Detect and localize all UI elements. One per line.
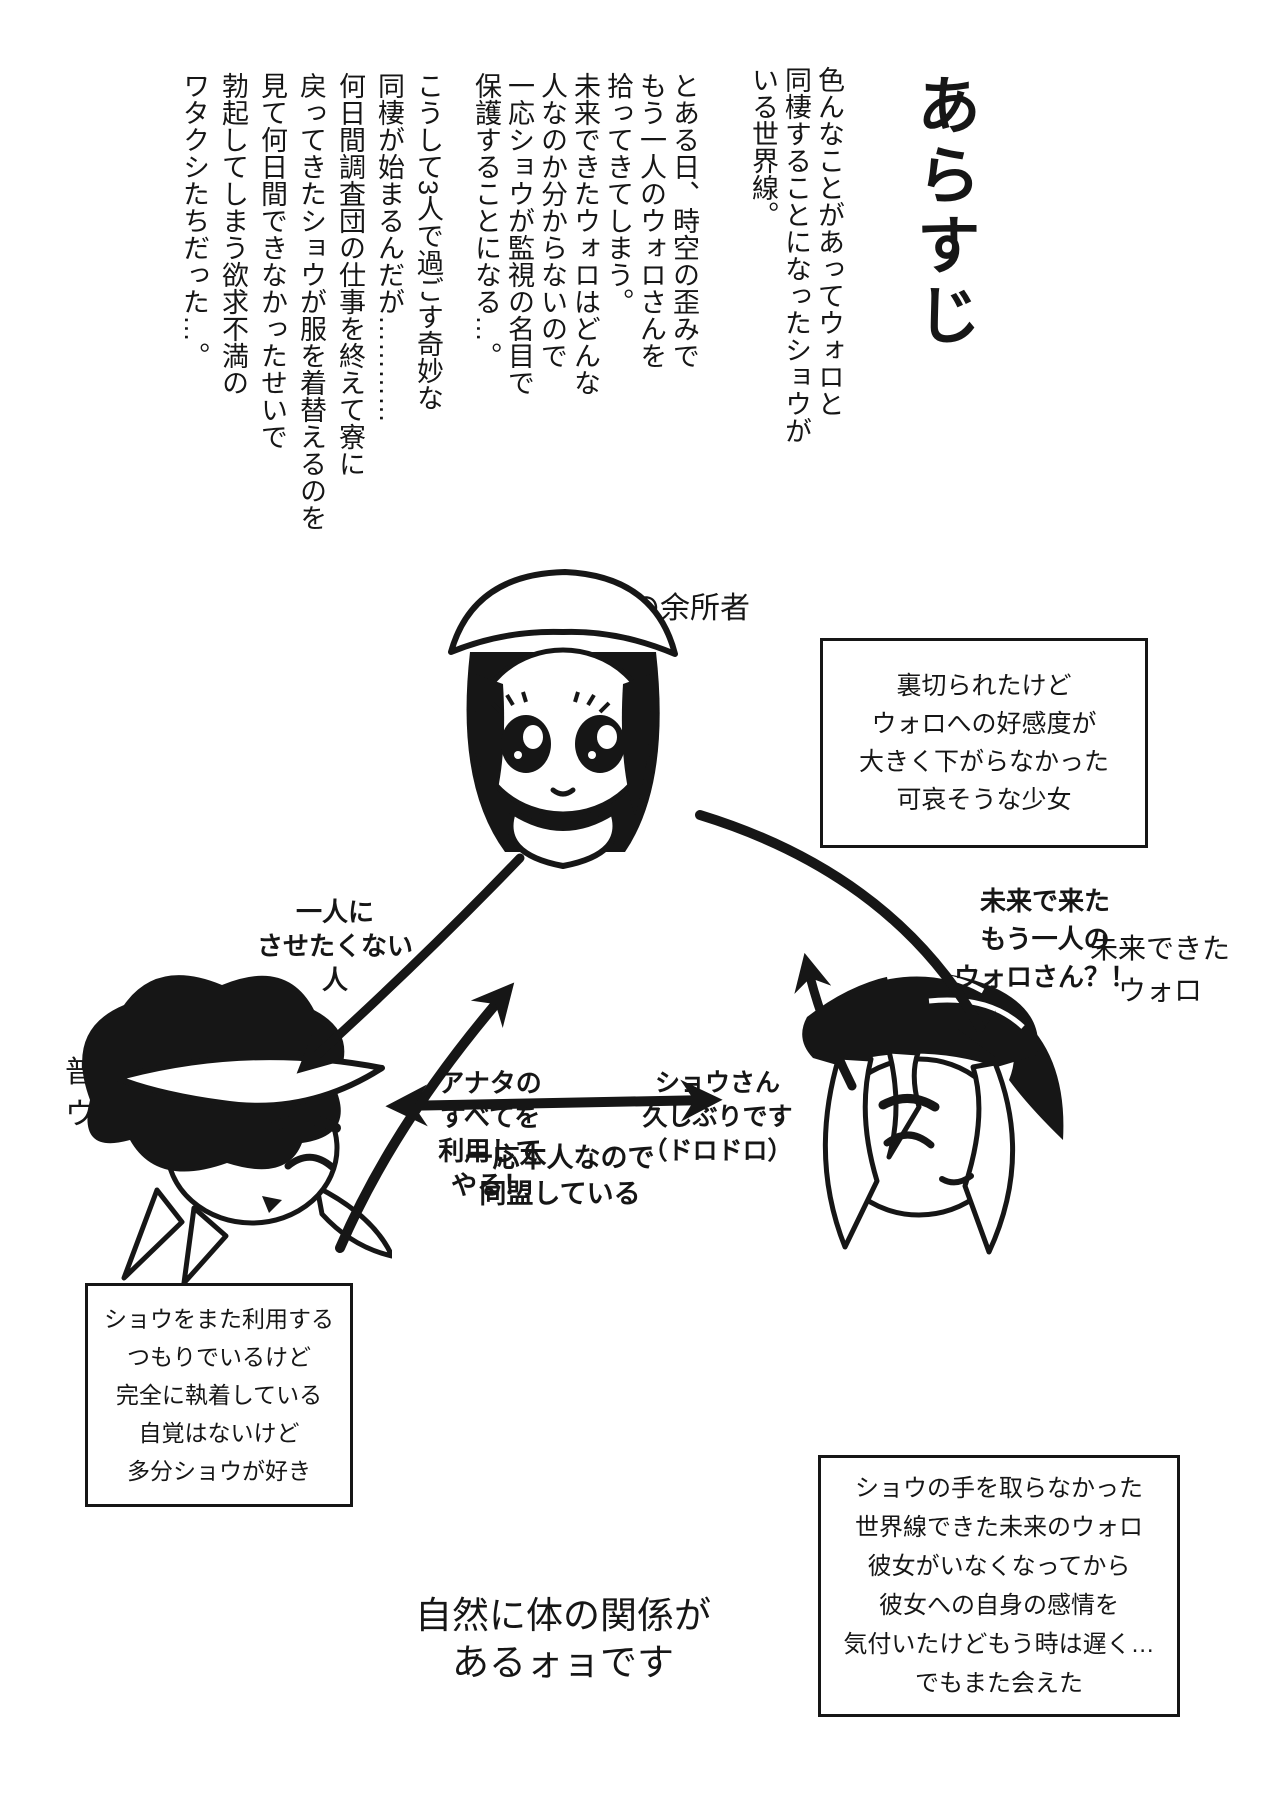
synopsis-line: 一応ショウが監視の名目で [504,72,534,396]
volo-future-note-line: 彼女がいなくなってから [867,1553,1131,1580]
volo-future-note-line: ショウの手を取らなかった [855,1475,1143,1502]
volo-future-label-line: 未来できた [1089,933,1230,964]
synopsis-line: 見て何日間できなかったせいで [257,72,287,450]
volo-normal-closed-eye [284,1153,336,1171]
synopsis-line: いる世界線。 [748,66,778,228]
label-line: ウォロさん？！ [953,962,1136,992]
synopsis-line: 未来できたウォロはどんな [570,72,600,396]
sho-beret-brim [450,629,676,657]
volo-normal-note-line: 自覚はないけど [138,1420,300,1446]
label-line: 人 [321,965,348,995]
label-line: すべてを [439,1102,541,1132]
page-title: あらすじ [908,72,980,352]
sho-scarf [507,809,619,869]
volo-future-label: 未来できた ウォロ [1080,928,1240,1012]
label-line: 利用して [438,1136,542,1166]
volo-normal-drawing [82,975,392,1285]
sho-eyes [490,691,625,773]
label-sho-to-volo-normal: 一人に させたくない 人 [245,895,425,997]
synopsis-line: とある日、時空の歪みで [669,72,699,369]
label-line: もう一人の [980,924,1110,954]
volo-normal-strand [181,1205,229,1285]
volo-future-mouth [939,1173,974,1186]
label-volo-future-to-sho: ショウさん 久しぶりです （ドロドロ） [625,1066,810,1168]
synopsis-line: 戻ってきたショウが服を着替えるのを [296,72,326,531]
synopsis-line: もう一人のウォロさんを [636,72,666,369]
sho-note-line: ウォロへの好感度が [871,710,1097,738]
volo-future-note-line: 彼女への自身の感情を [879,1592,1119,1619]
volo-normal-note-line: 多分ショウが好き [127,1458,311,1484]
label-alliance: 一応本人なので 同盟している [450,1140,670,1212]
label-line: アナタの [438,1068,542,1098]
volo-future-note-line: 世界線できた未来のウォロ [855,1514,1143,1541]
volo-future-eyebrow [878,1094,940,1112]
volo-future-front-strand [886,1048,922,1160]
volo-future-front-strand [962,1060,1016,1255]
sho-drawing [448,569,678,869]
volo-normal-strand [314,1184,392,1259]
label-line: 同盟している [479,1179,641,1209]
volo-normal-note-line: ショウをまた利用する [104,1306,334,1332]
volo-future-back-hair [980,995,1064,1140]
label-line: させたくない [256,931,413,961]
synopsis-paragraph-2: とある日、時空の歪みで もう一人のウォロさんを 拾ってきてしまう。 未来できたウ… [469,72,700,542]
label-line: 一応本人なので [465,1143,655,1173]
synopsis-line: 同棲することになったショウが [781,66,811,444]
volo-normal-note-line: つもりでいるけど [127,1344,311,1370]
sho-note-box: 裏切られたけど ウォロへの好感度が 大きく下がらなかった 可哀そうな少女 [820,638,1148,848]
volo-normal-mouth [262,1196,282,1213]
label-line: 一人に [295,897,374,927]
synopsis-line: ワタクシたちだった…。 [179,72,209,369]
volo-future-closed-eye [883,1131,935,1149]
label-line: ショウさん [654,1069,780,1097]
synopsis-line: 同棲が始まるんだが………… [374,72,404,423]
synopsis-line: こうして3人で過ごす奇妙な [413,72,443,412]
label-volo-normal-to-sho: アナタの すべてを 利用して やる！ [425,1066,555,1202]
label-line: やる！ [450,1170,529,1200]
footer-line: あるォョです [452,1642,674,1683]
volo-future-note-line: 気付いたけどもう時は遅く… [843,1631,1155,1658]
synopsis-paragraph-3: こうして3人で過ごす奇妙な 同棲が始まるんだが………… 何日間調査団の仕事を終え… [174,72,447,652]
sho-note-line: 大きく下がらなかった [858,748,1109,776]
synopsis-line: 保護することになる…。 [471,72,501,369]
footer-note: 自然に体の関係が あるォョです [408,1592,718,1686]
sho-note-line: 裏切られたけど [896,672,1072,700]
synopsis-line: 勃起してしまう欲求不満の [218,72,248,396]
footer-line: 自然に体の関係が [415,1595,711,1636]
sho-side-bang-right [621,674,652,816]
volo-normal-strand [121,1187,185,1281]
volo-normal-note-line: 完全に執着している [115,1382,323,1408]
label-sho-to-volo-future: 未来で来た もう一人の ウォロさん？！ [950,882,1140,996]
volo-normal-eyebrow [270,1114,341,1133]
volo-normal-portrait [62,950,392,1285]
sho-face [472,647,654,817]
sho-portrait [413,552,713,874]
volo-future-note-box: ショウの手を取らなかった 世界線できた未来のウォロ 彼女がいなくなってから 彼女… [818,1455,1180,1717]
synopsis-line: 何日間調査団の仕事を終えて寮に [335,72,365,477]
label-line: 未来で来た [979,886,1110,916]
label-line: （ドロドロ） [642,1137,793,1165]
synopsis-paragraph-1: 色んなことがあってウォロと 同棲することになったショウが いる世界線。 [746,66,845,536]
volo-future-label-line: ウォロ [1117,975,1202,1006]
synopsis-line: 色んなことがあってウォロと [814,66,844,417]
sho-mouth [550,787,576,797]
volo-future-front-strand [822,1054,880,1250]
label-line: 久しぶりです [642,1103,793,1131]
volo-future-note-line: でもまた会えた [915,1670,1083,1697]
volo-normal-note-box: ショウをまた利用する つもりでいるけど 完全に執着している 自覚はないけど 多分… [85,1283,353,1507]
synopsis-line: 人なのか分からないので [537,72,567,369]
sho-note-line: 可哀そうな少女 [896,786,1072,814]
synopsis-line: 拾ってきてしまう。 [603,72,633,315]
